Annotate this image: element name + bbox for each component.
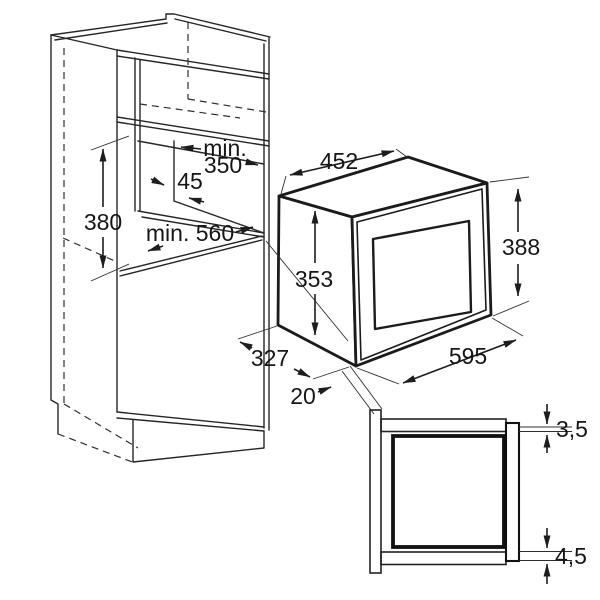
cross-section-detail bbox=[369, 409, 572, 574]
rear-gap-label: 45 bbox=[177, 168, 203, 194]
front-frame-section bbox=[504, 421, 521, 563]
frame-height-label: 388 bbox=[502, 234, 540, 260]
extension-lines bbox=[90, 135, 530, 415]
frame-height-dimension: 388 bbox=[502, 188, 540, 297]
niche-width-label: min. 560 bbox=[146, 220, 234, 246]
cabinet-outline bbox=[50, 13, 271, 463]
microwave-drawing bbox=[276, 155, 493, 368]
body-height-dimension: 353 bbox=[295, 210, 333, 336]
body-width-dimension: 452 bbox=[289, 148, 395, 176]
niche-height-dimension: 380 bbox=[84, 148, 122, 269]
body-depth-dimension: 327 bbox=[239, 341, 311, 378]
frame-width-label: 595 bbox=[449, 343, 487, 369]
niche-depth-dimension: min. 350 bbox=[180, 135, 259, 178]
niche-width-dimension: min. 560 bbox=[146, 220, 254, 252]
body-height-label: 353 bbox=[295, 266, 333, 292]
side-panel-section bbox=[369, 409, 382, 574]
bottom-rail-section bbox=[380, 551, 507, 566]
front-clearance-dimension: 20 bbox=[290, 383, 332, 409]
rear-gap-dimension: 45 bbox=[150, 168, 205, 205]
detail-top-gap-dimension: 3,5 bbox=[543, 404, 588, 453]
door-window bbox=[371, 219, 473, 331]
niche-depth-label-min: min. bbox=[203, 135, 246, 161]
niche-depth-label-value: 350 bbox=[204, 152, 242, 178]
body-width-label: 452 bbox=[320, 148, 358, 174]
detail-bottom-gap-label: 4,5 bbox=[555, 543, 587, 569]
oven-body-section bbox=[391, 434, 506, 549]
niche-height-label: 380 bbox=[84, 209, 122, 235]
body-depth-label: 327 bbox=[251, 345, 289, 371]
frame-width-dimension: 595 bbox=[402, 339, 517, 384]
front-clearance-label: 20 bbox=[290, 383, 316, 409]
detail-top-gap-label: 3,5 bbox=[556, 416, 588, 442]
cabinet-hidden-lines bbox=[57, 22, 267, 464]
top-rail-section bbox=[380, 418, 507, 433]
detail-bottom-gap-dimension: 4,5 bbox=[543, 528, 587, 584]
